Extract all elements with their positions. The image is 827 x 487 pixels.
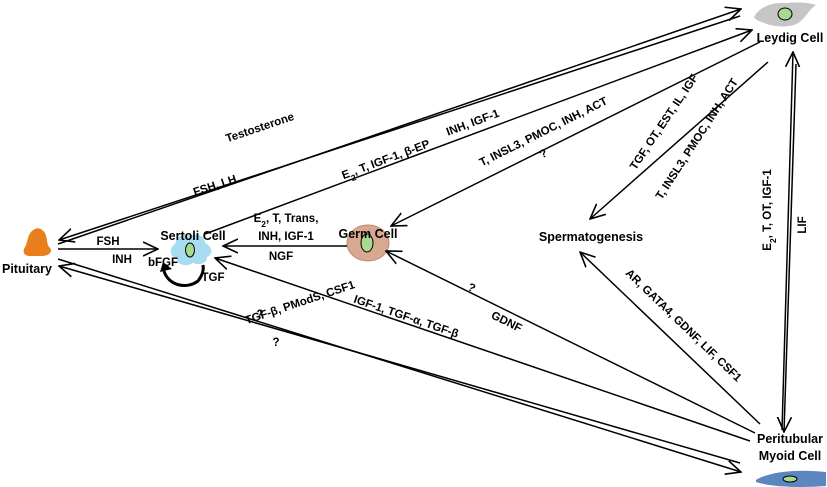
arrow-leydig-to-germ bbox=[391, 41, 761, 226]
label-question-pituitary-myoid-lower: ? bbox=[272, 337, 279, 349]
arrow-myoid-to-leydig bbox=[781, 52, 793, 431]
myoid-cell-label-line2: Myoid Cell bbox=[759, 449, 822, 463]
arrow-pituitary-to-myoid bbox=[57, 258, 741, 472]
sertoli-cell-label: Sertoli Cell bbox=[160, 229, 225, 243]
label-gdnf: GDNF bbox=[489, 310, 524, 335]
label-t-insl3-pmoc-inh-act-sperm: T, INSL3, PMOC, INH, ACT bbox=[654, 77, 741, 202]
leydig-cell-label: Leydig Cell bbox=[757, 31, 824, 45]
arrow-myoid-to-pituitary bbox=[59, 266, 741, 464]
leydig-nucleus bbox=[777, 7, 793, 21]
arrow-myoid-to-germ bbox=[386, 251, 756, 434]
myoid-cell-label-line1: Peritubular bbox=[757, 432, 823, 446]
myoid-nucleus bbox=[782, 475, 798, 483]
label-question-pituitary-myoid-upper: ? bbox=[256, 309, 263, 321]
label-lif: LIF bbox=[797, 216, 809, 233]
germ-cell-label: Germ Cell bbox=[338, 227, 397, 241]
arrow-leydig-to-myoid bbox=[784, 63, 797, 432]
arrow-myoid-to-spermatogenesis bbox=[580, 252, 761, 425]
label-e2-t-ot-igf1: E2, T, OT, IGF-1 bbox=[762, 169, 778, 251]
arrow-leydig-to-pituitary bbox=[59, 15, 741, 240]
germ-cell-shape bbox=[346, 224, 390, 262]
arrow-leydig-to-spermatogenesis bbox=[590, 61, 769, 219]
leydig-cell-shape bbox=[754, 2, 816, 27]
pituitary-label: Pituitary bbox=[2, 262, 52, 276]
label-question-myoid-germ: ? bbox=[466, 281, 478, 295]
arrow-pituitary-to-leydig bbox=[57, 9, 741, 245]
autocrine-arrowhead bbox=[160, 262, 172, 272]
pituitary-shape bbox=[23, 228, 51, 256]
sertoli-cell-shape bbox=[170, 234, 212, 266]
arrow-sertoli-to-leydig bbox=[204, 30, 752, 235]
label-tgf: TGF bbox=[202, 272, 225, 284]
label-e2-t-igf1-bep: E2, T, IGF-1, β-EP bbox=[340, 138, 433, 186]
label-question-leydig-germ: ? bbox=[538, 147, 550, 161]
label-inh-igf1-germ-sertoli: INH, IGF-1 bbox=[258, 231, 314, 243]
myoid-cell-shape bbox=[756, 470, 826, 487]
label-inh: INH bbox=[112, 254, 132, 266]
arrow-sertoli-autocrine bbox=[162, 264, 205, 287]
label-testosterone: Testosterone bbox=[224, 111, 295, 145]
label-fsh-lh: FSH, LH bbox=[192, 173, 238, 198]
label-e2-t-trans: E2, T, Trans, bbox=[254, 213, 319, 229]
label-bfgf: bFGF bbox=[148, 257, 178, 269]
arrow-myoid-to-sertoli bbox=[215, 258, 751, 442]
germ-cell-nucleus bbox=[360, 233, 374, 253]
label-ar-gata4-gdnf-lif-csf1: AR, GATA4, GDNF, LIF, CSF1 bbox=[623, 267, 744, 384]
label-fsh: FSH bbox=[97, 236, 120, 248]
sertoli-nucleus bbox=[185, 242, 195, 258]
label-igf1-tgfa-tgfb: IGF-1, TGF-α, TGF-β bbox=[352, 294, 460, 341]
label-ngf: NGF bbox=[269, 251, 293, 263]
spermatogenesis-label: Spermatogenesis bbox=[539, 230, 643, 244]
